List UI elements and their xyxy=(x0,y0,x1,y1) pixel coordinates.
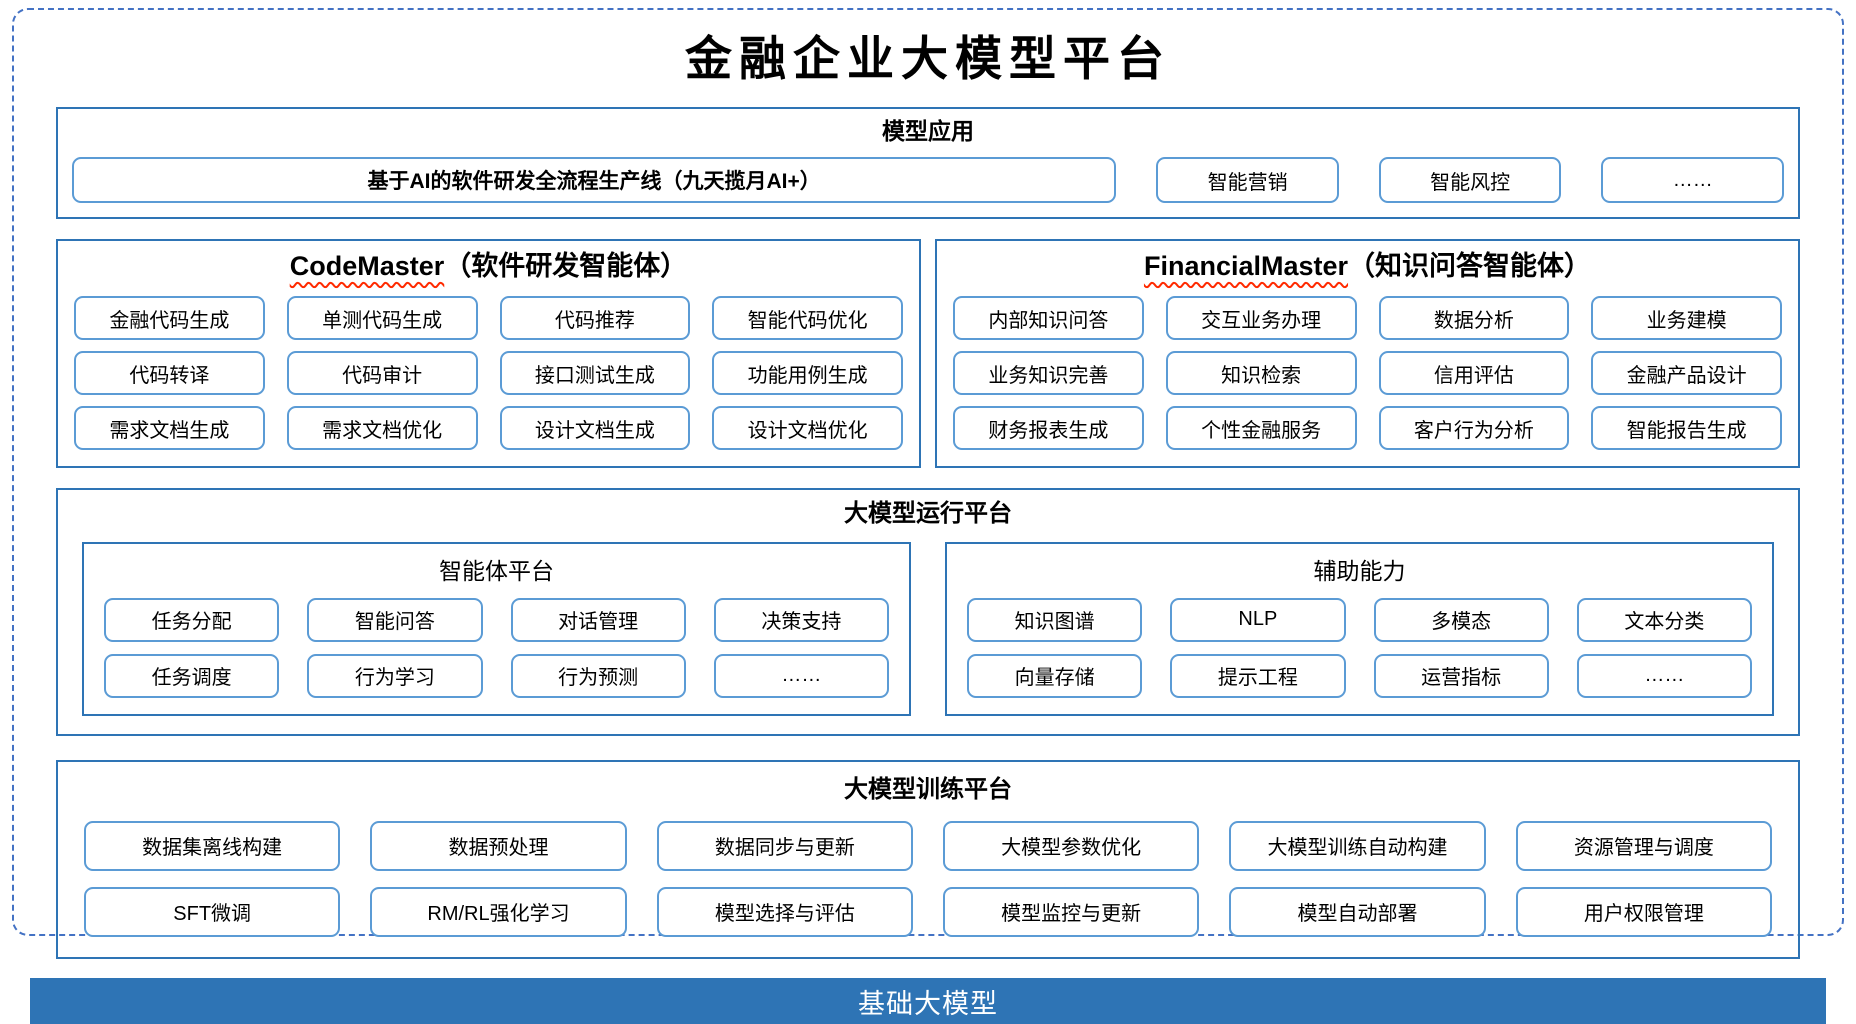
training-item: RM/RL强化学习 xyxy=(370,886,627,937)
section-codemaster: CodeMaster（软件研发智能体） 金融代码生成 单测代码生成 代码推荐 智… xyxy=(56,239,921,469)
codemaster-item: 设计文档优化 xyxy=(712,406,903,451)
financialmaster-item: 业务知识完善 xyxy=(953,351,1144,396)
training-item: 数据预处理 xyxy=(370,820,627,871)
platform-diagram-frame: 金融企业大模型平台 模型应用 基于AI的软件研发全流程生产线（九天揽月AI+） … xyxy=(12,8,1844,959)
codemaster-title-zh: （软件研发智能体） xyxy=(444,251,688,282)
training-item: 大模型参数优化 xyxy=(943,820,1200,871)
runtime-header: 大模型运行平台 xyxy=(844,500,1012,528)
codemaster-item: 代码转译 xyxy=(74,351,265,396)
agent-platform-item: 决策支持 xyxy=(713,597,889,642)
codemaster-item: 需求文档优化 xyxy=(286,406,478,451)
financialmaster-title-zh: （知识问答智能体） xyxy=(1348,251,1592,282)
aux-capability-item: 文本分类 xyxy=(1576,597,1752,642)
training-item: 用户权限管理 xyxy=(1515,886,1772,937)
subsection-aux-capability: 辅助能力 知识图谱 NLP 多模态 文本分类 向量存储 提示工程 运营指标 …… xyxy=(945,541,1774,716)
financialmaster-item: 数据分析 xyxy=(1378,296,1570,341)
codemaster-item: 金融代码生成 xyxy=(74,296,265,341)
model-app-node: 智能风控 xyxy=(1378,157,1562,204)
agent-platform-header: 智能体平台 xyxy=(439,557,554,584)
agent-platform-grid: 任务分配 智能问答 对话管理 决策支持 任务调度 行为学习 行为预测 …… xyxy=(104,597,889,698)
aux-capability-header: 辅助能力 xyxy=(1313,557,1406,584)
training-item: SFT微调 xyxy=(84,886,341,937)
financialmaster-item: 业务建模 xyxy=(1591,296,1782,341)
financialmaster-item: 内部知识问答 xyxy=(953,296,1144,341)
section-runtime-platform: 大模型运行平台 智能体平台 任务分配 智能问答 对话管理 决策支持 任务调度 行… xyxy=(56,488,1800,736)
financialmaster-item: 财务报表生成 xyxy=(953,406,1144,451)
financialmaster-item: 个性金融服务 xyxy=(1165,406,1357,451)
agent-platform-item: 任务调度 xyxy=(104,653,280,698)
financialmaster-item: 客户行为分析 xyxy=(1378,406,1570,451)
page-title: 金融企业大模型平台 xyxy=(685,32,1171,87)
financialmaster-item: 交互业务办理 xyxy=(1165,296,1357,341)
aux-capability-item: NLP xyxy=(1170,597,1346,642)
agent-platform-item: 对话管理 xyxy=(510,597,686,642)
section-financialmaster: FinancialMaster（知识问答智能体） 内部知识问答 交互业务办理 数… xyxy=(935,239,1800,469)
aux-capability-grid: 知识图谱 NLP 多模态 文本分类 向量存储 提示工程 运营指标 …… xyxy=(967,597,1752,698)
financialmaster-item: 金融产品设计 xyxy=(1591,351,1782,396)
base-model-label: 基础大模型 xyxy=(858,988,998,1019)
base-model-bar: 基础大模型 xyxy=(30,978,1826,1024)
model-application-header: 模型应用 xyxy=(882,118,974,145)
aux-capability-item: 知识图谱 xyxy=(967,597,1143,642)
agent-platform-item: 行为学习 xyxy=(307,653,483,698)
training-item: 资源管理与调度 xyxy=(1515,820,1772,871)
agents-row: CodeMaster（软件研发智能体） 金融代码生成 单测代码生成 代码推荐 智… xyxy=(56,239,1800,469)
training-item: 数据集离线构建 xyxy=(84,820,341,871)
runtime-row: 智能体平台 任务分配 智能问答 对话管理 决策支持 任务调度 行为学习 行为预测… xyxy=(82,541,1774,716)
codemaster-item: 代码审计 xyxy=(286,351,478,396)
aux-capability-item: 向量存储 xyxy=(967,653,1143,698)
section-model-application: 模型应用 基于AI的软件研发全流程生产线（九天揽月AI+） 智能营销 智能风控 … xyxy=(56,107,1800,220)
agent-platform-item: 智能问答 xyxy=(307,597,483,642)
financialmaster-item: 信用评估 xyxy=(1378,351,1570,396)
codemaster-item: 单测代码生成 xyxy=(286,296,478,341)
aux-capability-item: 提示工程 xyxy=(1170,653,1346,698)
codemaster-grid: 金融代码生成 单测代码生成 代码推荐 智能代码优化 代码转译 代码审计 接口测试… xyxy=(74,296,903,451)
codemaster-item: 功能用例生成 xyxy=(712,351,903,396)
training-grid: 数据集离线构建 数据预处理 数据同步与更新 大模型参数优化 大模型训练自动构建 … xyxy=(84,820,1772,937)
agent-platform-item-ellipsis: …… xyxy=(713,653,889,698)
financialmaster-title-en: FinancialMaster xyxy=(1143,251,1349,282)
codemaster-title-en: CodeMaster xyxy=(289,251,445,282)
section-training-platform: 大模型训练平台 数据集离线构建 数据预处理 数据同步与更新 大模型参数优化 大模… xyxy=(56,759,1800,959)
training-item: 大模型训练自动构建 xyxy=(1229,820,1486,871)
codemaster-item: 设计文档生成 xyxy=(499,406,691,451)
agent-platform-item: 任务分配 xyxy=(104,597,280,642)
subsection-agent-platform: 智能体平台 任务分配 智能问答 对话管理 决策支持 任务调度 行为学习 行为预测… xyxy=(82,541,911,716)
aux-capability-item: 多模态 xyxy=(1373,597,1549,642)
pipeline-node: 基于AI的软件研发全流程生产线（九天揽月AI+） xyxy=(72,157,1117,204)
training-item: 模型监控与更新 xyxy=(943,886,1200,937)
model-app-node-ellipsis: …… xyxy=(1601,157,1784,204)
model-application-row: 基于AI的软件研发全流程生产线（九天揽月AI+） 智能营销 智能风控 …… xyxy=(72,157,1784,204)
codemaster-item: 接口测试生成 xyxy=(499,351,691,396)
codemaster-item: 智能代码优化 xyxy=(712,296,903,341)
training-item: 数据同步与更新 xyxy=(656,820,913,871)
financialmaster-title: FinancialMaster（知识问答智能体） xyxy=(953,249,1782,284)
aux-capability-item: 运营指标 xyxy=(1373,653,1549,698)
codemaster-title: CodeMaster（软件研发智能体） xyxy=(74,249,903,284)
model-app-node: 智能营销 xyxy=(1156,157,1339,204)
training-item: 模型选择与评估 xyxy=(656,886,913,937)
financialmaster-item: 智能报告生成 xyxy=(1591,406,1782,451)
agent-platform-item: 行为预测 xyxy=(510,653,686,698)
codemaster-item: 代码推荐 xyxy=(499,296,691,341)
financialmaster-item: 知识检索 xyxy=(1165,351,1357,396)
training-item: 模型自动部署 xyxy=(1229,886,1486,937)
training-header: 大模型训练平台 xyxy=(844,775,1012,803)
codemaster-item: 需求文档生成 xyxy=(74,406,265,451)
financialmaster-grid: 内部知识问答 交互业务办理 数据分析 业务建模 业务知识完善 知识检索 信用评估… xyxy=(953,296,1782,451)
aux-capability-item-ellipsis: …… xyxy=(1576,653,1752,698)
